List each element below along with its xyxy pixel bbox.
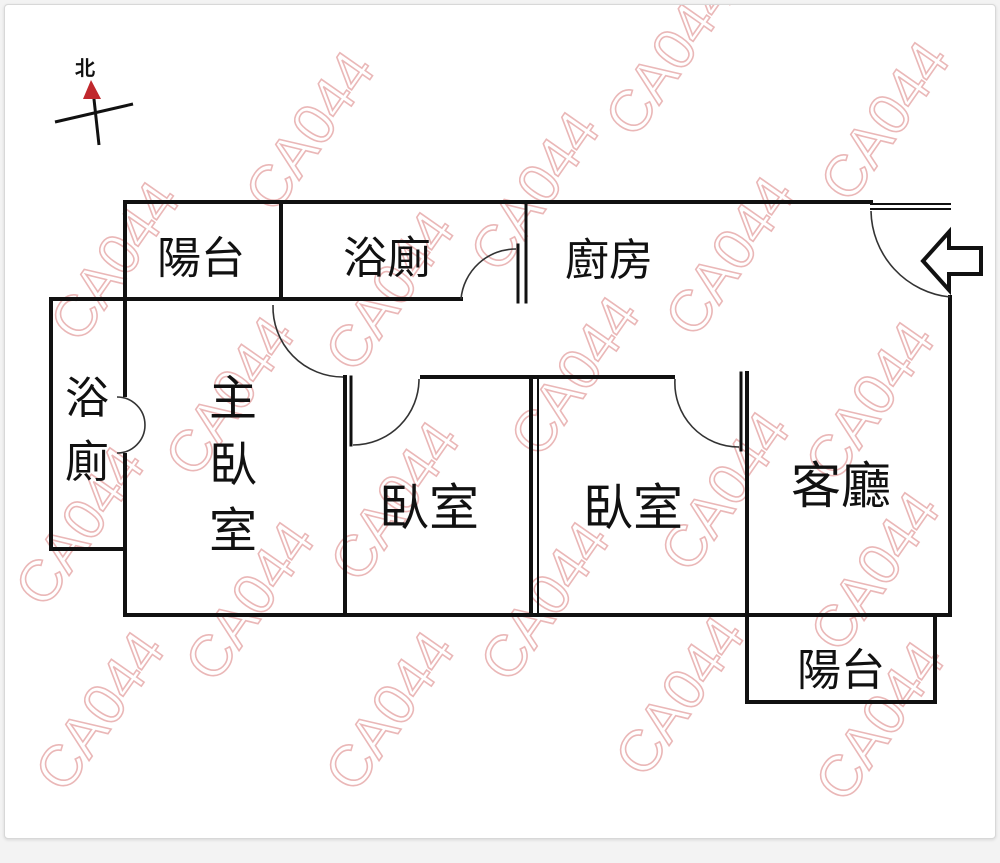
door-swing-bedroom-2	[674, 378, 740, 448]
north-label: 北	[75, 56, 95, 80]
watermark: CA044	[592, 5, 747, 147]
room-label-living: 客廳	[791, 457, 891, 515]
room-label-bath-left-1: 浴	[65, 373, 109, 424]
compass-vertical-line	[91, 89, 101, 146]
door-swing-bedroom-1	[352, 378, 420, 446]
watermark: CA044	[312, 620, 467, 803]
watermark: CA044	[312, 200, 467, 383]
room-labels: 陽台 浴廁 廚房 浴 廁 主 臥 室 臥室 臥室 客廳 陽台	[65, 233, 891, 696]
compass: 北	[54, 56, 134, 146]
compass-horizontal-line	[54, 102, 134, 124]
watermark: CA044	[22, 620, 177, 803]
room-label-bedroom-2: 臥室	[583, 479, 683, 537]
room-label-bath-top: 浴廁	[343, 233, 431, 284]
arrow-left-icon	[920, 226, 983, 296]
room-label-balcony-top: 陽台	[157, 233, 245, 284]
doors	[116, 210, 951, 454]
door-swing-master	[272, 304, 344, 378]
north-arrow-icon	[83, 80, 101, 99]
room-label-balcony-bottom: 陽台	[797, 645, 885, 696]
room-label-bedroom-1: 臥室	[379, 479, 479, 537]
watermark: CA044	[602, 605, 757, 788]
room-label-master-2: 臥	[209, 437, 257, 493]
room-label-master-3: 室	[209, 503, 257, 559]
room-label-master-1: 主	[209, 371, 257, 427]
watermark: CA044	[652, 165, 807, 348]
watermark: CA044	[232, 40, 387, 223]
door-swing-bath-top	[460, 248, 517, 300]
room-label-kitchen: 廚房	[565, 235, 653, 286]
room-label-bath-left-2: 廁	[65, 437, 109, 488]
floor-plan-frame: CA044 CA044 CA044 CA044 CA044 CA044 CA04…	[4, 4, 996, 839]
watermark: CA044	[467, 510, 622, 693]
floor-plan: CA044 CA044 CA044 CA044 CA044 CA044 CA04…	[5, 5, 983, 813]
door-swing-bath-left	[116, 396, 146, 454]
watermark: CA044	[807, 30, 962, 213]
door-swing-entrance	[870, 210, 951, 298]
walls	[49, 200, 952, 704]
